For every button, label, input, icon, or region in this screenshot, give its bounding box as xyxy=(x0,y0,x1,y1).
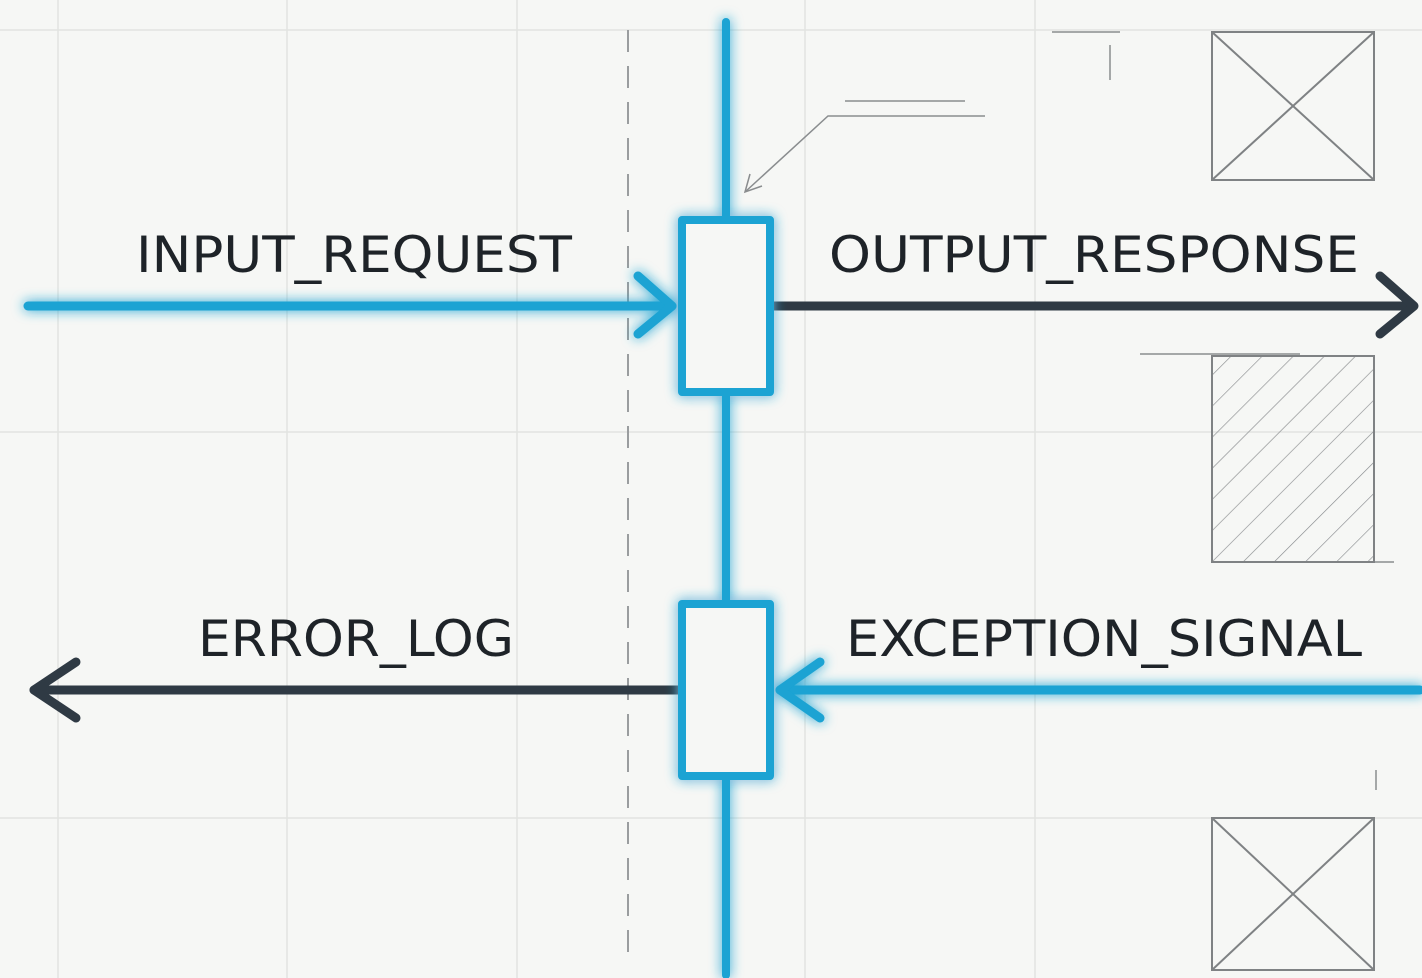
output-response-arrow xyxy=(767,271,1419,339)
error-log-arrow xyxy=(29,657,685,723)
exception-signal-label: EXCEPTION_SIGNAL xyxy=(846,610,1362,668)
placeholder-image-icon xyxy=(1211,817,1375,971)
hatched-block-icon xyxy=(1211,355,1375,563)
activation-box-lower[interactable] xyxy=(678,600,774,780)
activation-box-upper[interactable] xyxy=(678,216,774,396)
input-request-label: INPUT_REQUEST xyxy=(136,226,572,284)
error-log-label: ERROR_LOG xyxy=(198,610,514,668)
input-request-arrowhead xyxy=(633,271,677,339)
output-response-label: OUTPUT_RESPONSE xyxy=(829,226,1359,284)
callout-pointer xyxy=(743,115,985,194)
exception-signal-arrowhead xyxy=(775,657,825,723)
placeholder-image-icon xyxy=(1211,31,1375,181)
